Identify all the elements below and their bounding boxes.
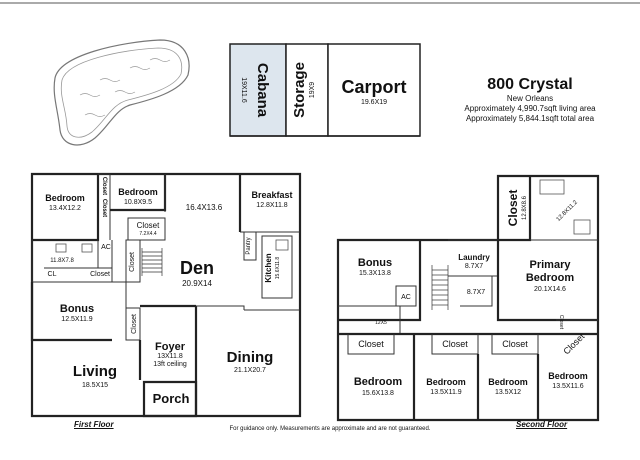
- sf-bed2-label: Bedroom: [426, 377, 466, 387]
- sf-bed4-dim: 13.5X11.6: [552, 383, 584, 390]
- living-area-text: Approximately 4,990.7sqft living area: [464, 104, 596, 113]
- sf-primary-dim: 20.1X14.6: [534, 286, 566, 293]
- sf-hall-bath-dim: 12X5: [375, 320, 387, 326]
- ff-kitchen-dim: 15.6X11.8: [275, 257, 281, 280]
- second-floor-caption: Second Floor: [516, 420, 568, 429]
- sf-primary-label: Primary: [530, 259, 572, 271]
- ff-closet-c-dim: 7.2X4.4: [139, 231, 156, 237]
- sf-closet-2: Closet: [442, 339, 468, 349]
- pool-inner-outline: [60, 47, 183, 138]
- cabana-room: [229, 43, 287, 137]
- second-floor-plan: [336, 174, 600, 422]
- ff-closet-b: Closet: [101, 199, 107, 217]
- ff-ac: AC: [101, 244, 111, 251]
- cabana-dim: 19X11.6: [240, 77, 247, 103]
- sf-ac: AC: [401, 294, 411, 301]
- ff-den-label: Den: [180, 258, 214, 278]
- storage-dim: 19X9: [309, 82, 316, 98]
- ff-cl: CL: [48, 271, 57, 278]
- ff-bonus-label: Bonus: [60, 303, 94, 315]
- sf-bonus-dim: 15.3X13.8: [359, 270, 391, 277]
- sf-closet-top-dim: 12.8X8.6: [522, 195, 528, 220]
- ff-kitchen-label: Kitchen: [264, 253, 273, 282]
- sf-bath-dim: 12.8X11.2: [556, 199, 580, 223]
- sf-primary-label-2: Bedroom: [526, 272, 575, 284]
- sf-bed3-label: Bedroom: [488, 377, 528, 387]
- sf-bed1-label: Bedroom: [354, 376, 403, 388]
- property-title: 800 Crystal: [487, 76, 573, 93]
- sf-closet-1: Closet: [358, 339, 384, 349]
- ff-den-upper-dim: 16.4X13.6: [186, 203, 223, 212]
- ff-porch-label: Porch: [153, 391, 190, 406]
- ff-breakfast-label: Breakfast: [251, 190, 292, 200]
- sf-bed4-label: Bedroom: [548, 371, 588, 381]
- ff-pantry: Pantry: [246, 237, 252, 254]
- ff-dining-label: Dining: [227, 349, 274, 366]
- ff-bedroom2-label: Bedroom: [118, 187, 158, 197]
- pool-water-marks: [79, 58, 171, 117]
- ff-living-label: Living: [73, 363, 117, 380]
- first-floor-plan: [30, 172, 302, 418]
- ff-bath-dim: 11.8X7.8: [50, 258, 74, 264]
- ff-den-dim: 20.9X14: [182, 279, 212, 288]
- disclaimer-text: For guidance only. Measurements are appr…: [229, 426, 431, 432]
- ff-breakfast-dim: 12.8X11.8: [256, 202, 288, 209]
- sf-closet-5: Closet: [558, 315, 564, 330]
- ff-closet-a: Closet: [101, 177, 107, 195]
- sf-bed1-dim: 15.6X13.8: [362, 390, 394, 397]
- storage-label: Storage: [291, 62, 308, 118]
- ff-closet-d: Closet: [90, 271, 110, 278]
- ff-living-dim: 18.5X15: [82, 382, 108, 389]
- ff-closet-c: Closet: [137, 221, 160, 230]
- sf-laundry-label: Laundry: [458, 253, 490, 262]
- ff-bonus-dim: 12.5X11.9: [61, 316, 93, 323]
- sf-bed3-dim: 13.5X12: [495, 389, 521, 396]
- first-floor-caption: First Floor: [74, 420, 114, 429]
- total-area-text: Approximately 5,844.1sqft total area: [465, 114, 595, 123]
- pool-outline: [53, 39, 190, 146]
- ff-foyer-note: 13ft ceiling: [153, 361, 187, 368]
- ff-bedroom2-dim: 10.8X9.5: [124, 199, 152, 206]
- ff-closet-f: Closet: [131, 314, 138, 334]
- sf-closet-3: Closet: [502, 339, 528, 349]
- ff-bedroom1-dim: 13.4X12.2: [49, 205, 81, 212]
- property-city: New Orleans: [506, 94, 554, 103]
- sf-closet-top-label: Closet: [506, 190, 520, 227]
- carport-dim: 19.6X19: [361, 99, 387, 106]
- ff-foyer-dim: 13X11.8: [157, 353, 183, 360]
- ff-foyer-label: Foyer: [155, 341, 186, 353]
- sf-laundry-dim: 8.7X7: [465, 263, 483, 270]
- ff-dining-dim: 21.1X20.7: [234, 367, 266, 374]
- sf-small-dim: 8.7X7: [467, 289, 485, 296]
- sf-bed2-dim: 13.5X11.9: [430, 389, 462, 396]
- ff-bedroom1-label: Bedroom: [45, 193, 85, 203]
- cabana-label: Cabana: [254, 63, 271, 118]
- carport-area: [327, 43, 421, 137]
- carport-label: Carport: [341, 77, 406, 97]
- sf-bonus-label: Bonus: [358, 257, 392, 269]
- ff-closet-e: Closet: [129, 252, 136, 272]
